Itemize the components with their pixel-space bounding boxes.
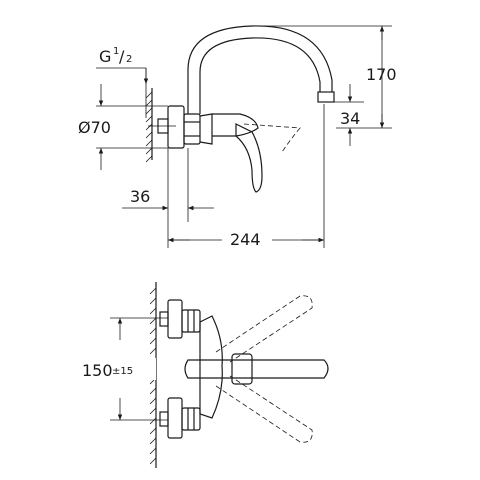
svg-text:34: 34 bbox=[340, 109, 360, 128]
mixer-body-front bbox=[199, 315, 223, 419]
lever-handle bbox=[235, 123, 263, 193]
svg-text:Ø70: Ø70 bbox=[78, 118, 111, 137]
svg-text:150: 150 bbox=[82, 361, 113, 380]
depth-dimension: 36 bbox=[122, 148, 214, 222]
mixer-body-side bbox=[167, 105, 259, 149]
spout-front bbox=[184, 353, 329, 385]
svg-text:/: / bbox=[119, 47, 125, 66]
spout-swing-dashed bbox=[215, 295, 313, 443]
lower-connector bbox=[159, 397, 201, 439]
side-view: G 1 / 2 Ø70 170 bbox=[78, 25, 397, 249]
reach-dimension: 244 bbox=[167, 104, 325, 249]
lever-handle-swing bbox=[243, 123, 301, 153]
centers-dimension: 150 ±15 bbox=[82, 317, 168, 421]
height-dimension: 170 bbox=[258, 25, 397, 129]
thread-size-label: G 1 / 2 bbox=[96, 46, 149, 118]
diameter-dimension: Ø70 bbox=[78, 84, 168, 170]
wall-side bbox=[145, 88, 153, 163]
svg-text:2: 2 bbox=[126, 54, 132, 65]
upper-connector bbox=[159, 299, 201, 339]
outlet-dimension: 34 bbox=[334, 84, 364, 146]
svg-text:170: 170 bbox=[366, 65, 397, 84]
svg-text:1: 1 bbox=[113, 46, 119, 57]
svg-text:±15: ±15 bbox=[112, 366, 133, 377]
svg-text:244: 244 bbox=[230, 230, 261, 249]
front-view: 150 ±15 bbox=[82, 282, 329, 468]
svg-text:36: 36 bbox=[130, 187, 150, 206]
svg-text:G: G bbox=[99, 47, 111, 66]
swivel-spout bbox=[187, 25, 335, 114]
